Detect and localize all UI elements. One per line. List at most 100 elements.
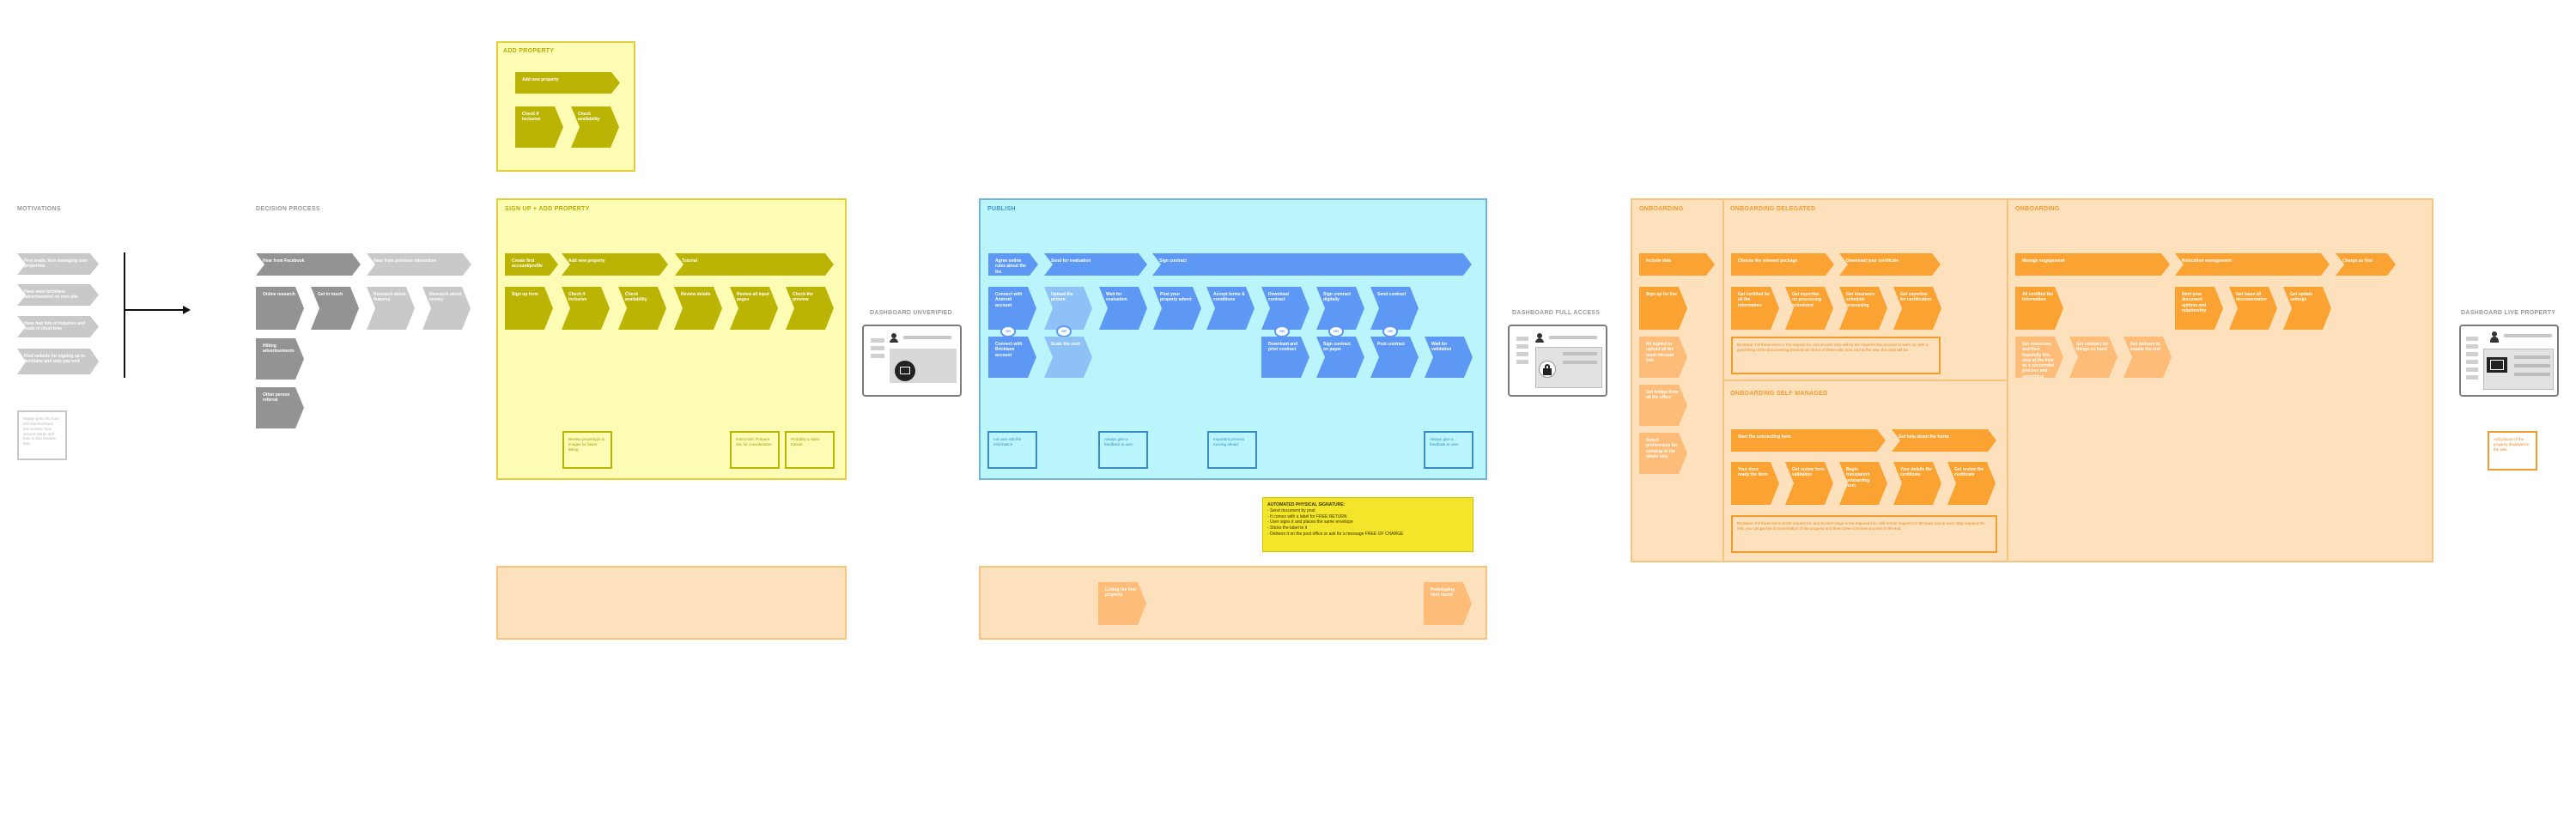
or-circle: OR [1000,325,1016,337]
self-note: Bricklane: Fill these items at the reque… [1731,515,1997,553]
or-circle: OR [1382,325,1398,337]
onboarding-self-label: ONBOARDING SELF MANAGED [1730,391,1828,397]
onboarding-chevron[interactable]: Get bridge from all the office [1639,385,1687,426]
onboarding2-chevron[interactable]: Get resources and then hopefully this st… [2015,337,2063,378]
decision-chevron[interactable]: Research about features [367,287,415,330]
side-bar [2466,337,2478,341]
decision-chevron[interactable]: Get in touch [311,287,359,330]
motivations-label: MOTIVATIONS [17,206,61,212]
user-icon [2490,331,2499,343]
onboarding-chevron[interactable]: All signed to upload all the most releva… [1639,337,1687,378]
dash-live-note: Add picture of the property displayed in… [2488,431,2537,471]
arrow-head-icon [183,306,191,314]
content-line [2514,364,2550,367]
decision-chevron[interactable]: Online research [256,287,304,330]
publish-bottom-chevron[interactable]: Listing the first property [1098,582,1146,625]
self-chevron[interactable]: Get help about the forms [1892,429,1996,452]
publish-bottom-chevron[interactable]: Prototyping next round [1424,582,1472,625]
signature-line: - User signs it and places the same enve… [1267,519,1353,525]
decision-chevron[interactable]: Hear from Facebook [256,253,361,276]
decision-label: DECISION PROCESS [256,206,320,212]
header-line [903,336,951,339]
signature-line: - Send document by post [1267,507,1315,513]
self-chevron[interactable]: Start the onboarding form [1731,429,1886,452]
signup-bottom-zone [496,566,847,640]
publish-note: Always give a feedback to user [1098,431,1148,469]
side-bar [2466,352,2478,356]
signature-line: - It comes with a label for FREE RETURN [1267,513,1347,519]
decision-chevron[interactable]: Hear from previous interaction [367,253,471,276]
dash-live-label: DASHBOARD LIVE PROPERTY [2461,310,2556,316]
onboarding2-chevron[interactable]: Manage engagement [2015,253,2170,276]
lock-icon [1539,361,1556,378]
side-bar [2466,360,2478,364]
motivation-chevron[interactable]: Have seen bricklane advertisement on own… [17,284,99,306]
motivation-chevron[interactable]: Free leads, less managing own properties [17,253,99,275]
onboarding-delegated-label: ONBOARDING DELEGATED [1730,206,1816,212]
publish-note: Let user edit the information [987,431,1037,469]
onboarding-chevron[interactable]: Include data [1639,253,1715,276]
side-bar [871,338,884,343]
user-icon [1535,333,1544,343]
publish-chevron[interactable]: Connect with Bricklane account [988,337,1036,378]
motivation-chevron[interactable]: Have had lots of inquiries and leads in … [17,316,99,337]
image-badge-icon [895,361,915,381]
onboarding2-chevron[interactable]: Rent your document options and relations… [2175,287,2223,330]
picture-icon [2487,357,2507,373]
publish-chevron[interactable]: Send for evaluation [1044,253,1147,276]
signup-chevron[interactable]: Create first account/profile [505,253,558,276]
divider [1722,380,2008,381]
onboarding2-chevron[interactable]: Charge as first [2336,253,2396,276]
add-property-chevron[interactable]: Add new property [515,72,620,94]
signature-line: - Sticks the label to it [1267,525,1308,531]
publish-note: Important process running ahead [1207,431,1257,469]
decision-chevron[interactable]: Other person referral [256,387,304,428]
delegated-note: Bricklane: Fill these items in the reque… [1731,337,1941,374]
add-property-label: ADD PROPERTY [503,48,555,54]
divider [2007,198,2008,562]
decision-chevron[interactable]: Hitting advertisements [256,338,304,380]
publish-chevron[interactable]: Agree online rules about the fee [988,253,1038,276]
header-line [2504,334,2552,337]
side-bar [1516,337,1528,341]
header-line [1549,336,1597,339]
onboarding-label-2: ONBOARDING [2015,206,2060,212]
delegated-chevron[interactable]: Get certified for all the information [1731,287,1779,330]
delegated-chevron[interactable]: Download your certificate [1839,253,1941,276]
signup-zone [496,198,847,480]
dash-unverified-label: DASHBOARD UNVERIFIED [870,310,952,316]
onboarding2-chevron[interactable]: Relocation management [2175,253,2330,276]
signature-line: - Delivers it on the post office or ask … [1267,531,1404,537]
dashboard-live-property[interactable] [2459,325,2559,397]
or-circle: OR [1274,325,1290,337]
onboarding2-chevron[interactable]: All certified the information [2015,287,2063,330]
physical-signature-note: AUTOMATED PHYSICAL SIGNATURE: - Send doc… [1262,497,1473,552]
delegated-chevron[interactable]: Choose the relevant package [1731,253,1834,276]
signup-chevron[interactable]: Add new property [562,253,668,276]
signup-chevron[interactable]: Sign up form [505,287,553,330]
dashboard-unverified[interactable] [862,325,962,397]
or-circle: OR [1056,325,1072,337]
publish-chevron[interactable]: Sign contract [1152,253,1472,276]
side-bar [1516,344,1528,349]
publish-label: PUBLISH [987,206,1016,212]
content-line [2514,373,2550,376]
side-bar [871,346,884,350]
onboarding-chevron[interactable]: Sign up for live [1639,287,1687,330]
publish-chevron[interactable]: Download and print contract [1261,337,1309,378]
onboarding-chevron[interactable]: Select preferences for sending to the wh… [1639,433,1687,474]
motivation-chevron[interactable]: Find website for signing up to bricklane… [17,349,99,374]
self-chevron[interactable]: Your docs ready the form [1731,462,1779,505]
signup-note: Review property(s) & images for faster l… [562,431,612,469]
add-property-chevron[interactable]: Check if inclusive [515,106,563,148]
signup-label: SIGN UP + ADD PROPERTY [505,206,590,212]
signup-chevron[interactable]: Tutorial [675,253,834,276]
dash-full-label: DASHBOARD FULL ACCESS [1512,310,1601,316]
publish-chevron[interactable]: Post contract [1370,337,1419,378]
publish-chevron[interactable]: Connect with Android account [988,287,1036,330]
dashboard-full-access[interactable] [1508,325,1607,397]
decision-chevron[interactable]: Research about money [422,287,471,330]
onboarding-label: ONBOARDING [1639,206,1684,212]
motivation-note: Maybe gets info from site that bricklane… [17,410,67,460]
signature-title: AUTOMATED PHYSICAL SIGNATURE: [1267,502,1346,507]
